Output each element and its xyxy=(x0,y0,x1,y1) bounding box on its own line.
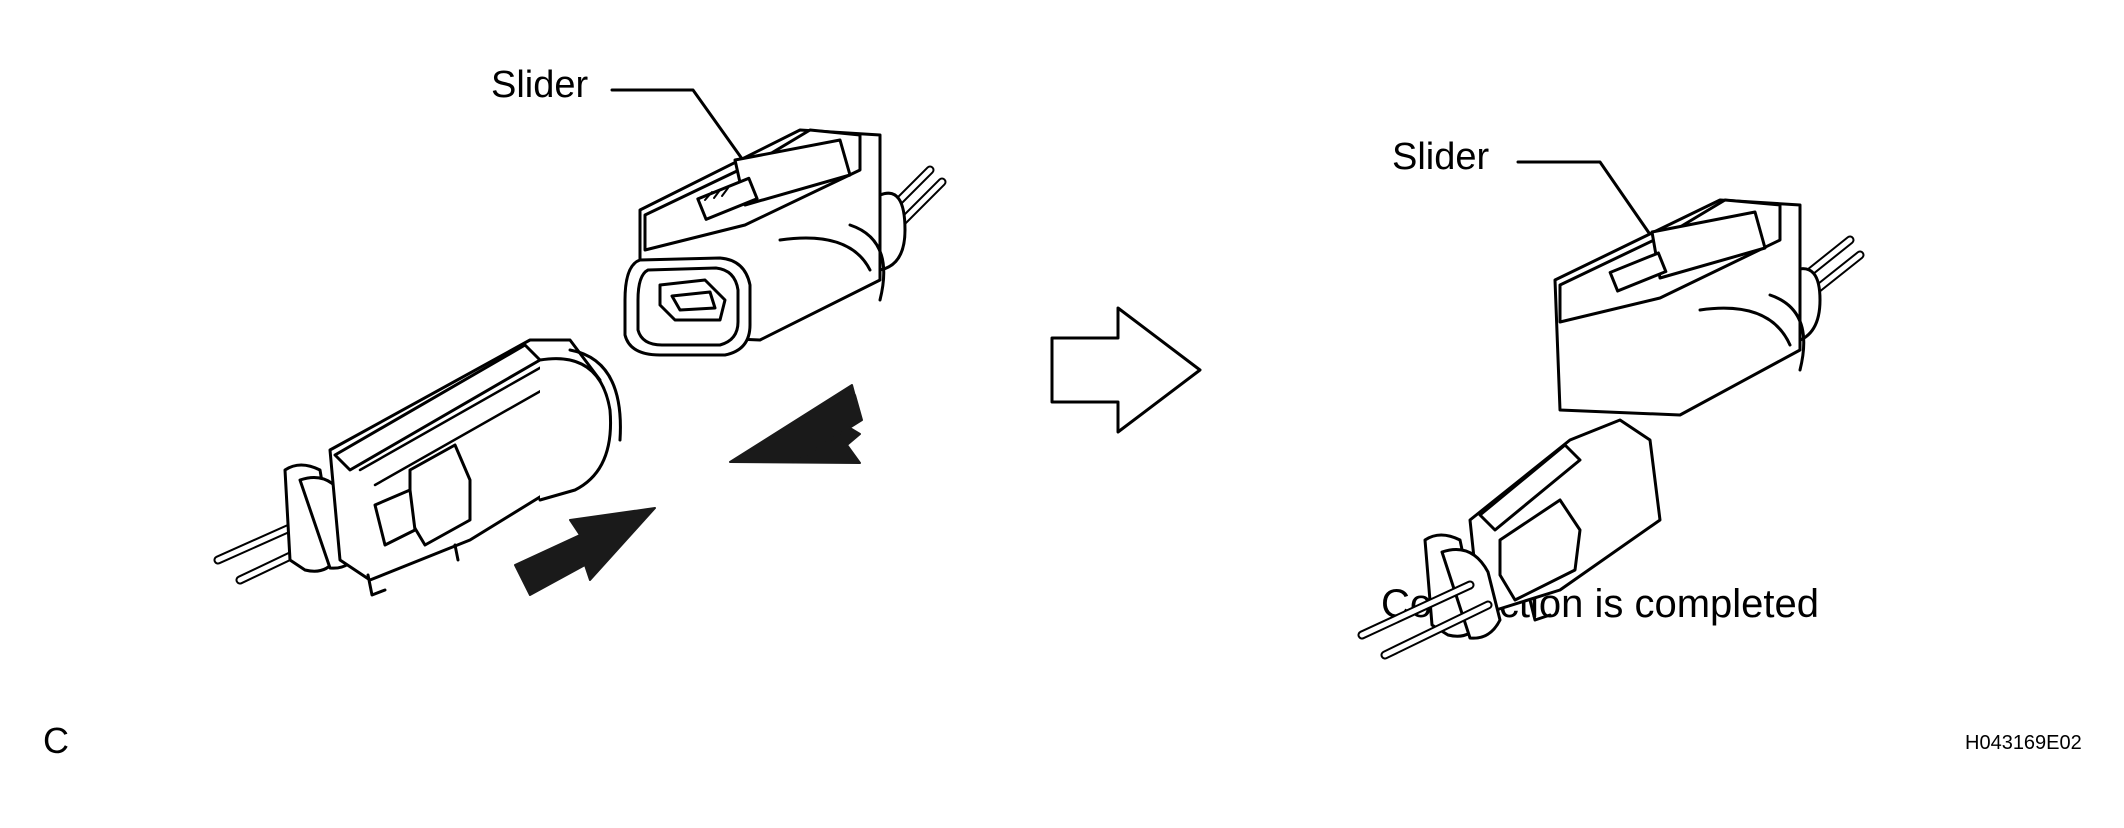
slider-leader-line-left xyxy=(610,88,752,172)
transition-arrow xyxy=(1050,306,1202,434)
female-connector xyxy=(623,128,947,357)
slider-leader-line-right xyxy=(1516,160,1660,248)
slider-label-right: Slider xyxy=(1392,136,1490,178)
insert-arrow-upper-shaft xyxy=(779,394,863,463)
figure-code: H043169E02 xyxy=(1965,732,2082,754)
insert-arrow-lower xyxy=(514,507,656,596)
connected-assembly xyxy=(1357,198,1865,660)
male-connector xyxy=(213,338,622,597)
slider-label-left: Slider xyxy=(491,64,589,106)
panel-letter: C xyxy=(43,720,69,761)
